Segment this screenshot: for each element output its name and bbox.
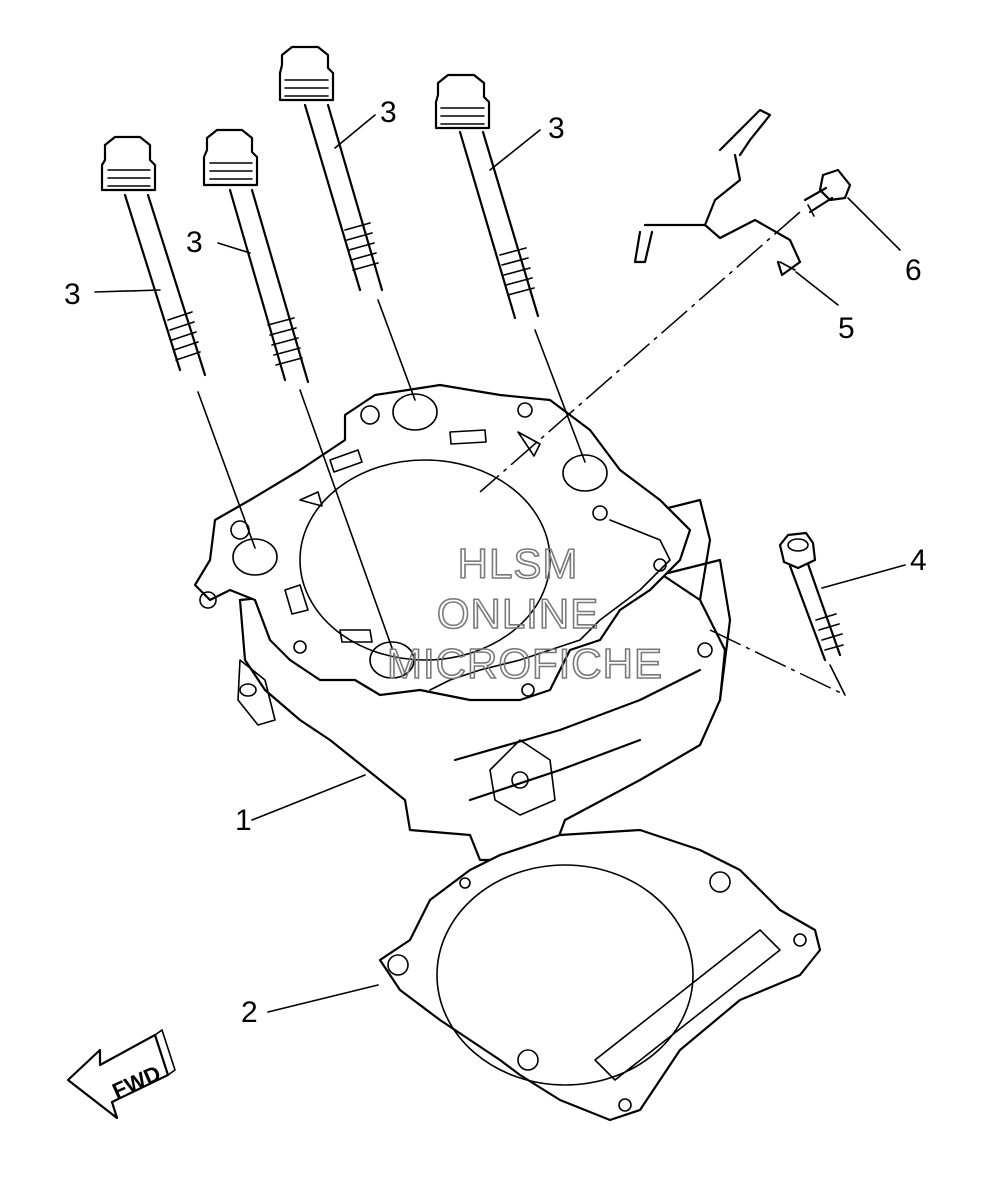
- watermark-line-2: ONLINE: [437, 590, 599, 637]
- clamp-bolt-6: [803, 168, 852, 217]
- clamp-5: [633, 108, 802, 277]
- fwd-direction-arrow: FWD: [66, 1029, 176, 1120]
- callout-3b: 3: [186, 226, 203, 259]
- callout-5: 5: [838, 312, 855, 345]
- stud-bolt-3: [278, 45, 384, 292]
- cylinder-base-gasket: [378, 828, 822, 1122]
- callout-6: 6: [905, 254, 922, 287]
- watermark-line-1: HLSM: [458, 540, 579, 587]
- bolt-4: [778, 531, 844, 662]
- callout-1: 1: [235, 804, 252, 837]
- callout-2: 2: [241, 996, 258, 1029]
- callout-3c: 3: [380, 96, 397, 129]
- callout-4: 4: [910, 544, 927, 577]
- stud-bolt-1: [100, 135, 207, 377]
- cylinder-body: [193, 383, 732, 862]
- stud-bolt-4: [434, 73, 540, 320]
- watermark-line-3: MICROFICHE: [387, 640, 663, 687]
- leader-lines: [94, 114, 906, 1013]
- stud-bolt-2: [202, 128, 310, 384]
- callout-3a: 3: [64, 278, 81, 311]
- watermark: HLSM ONLINE MICROFICHE: [386, 539, 663, 688]
- callout-3d: 3: [548, 112, 565, 145]
